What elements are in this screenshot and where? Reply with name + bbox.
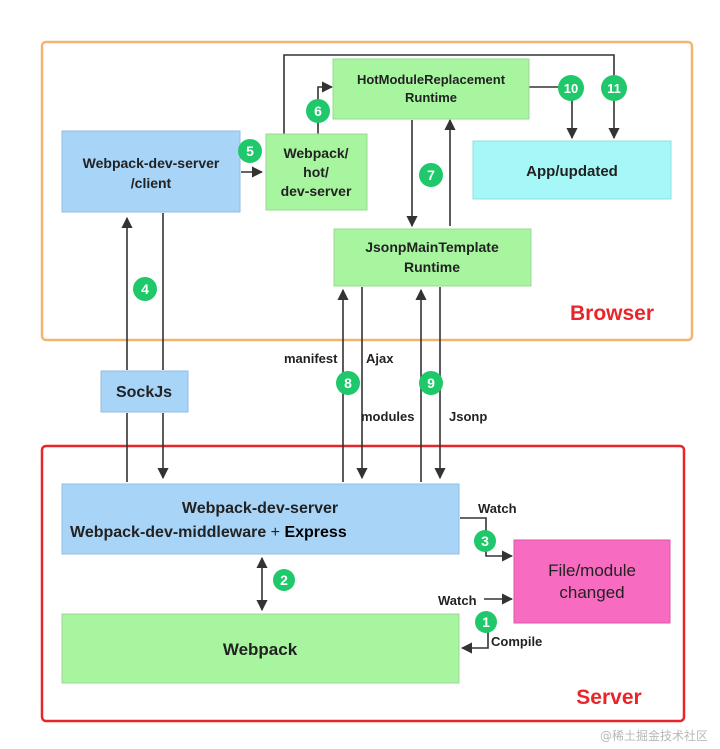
dev-server-main-box: Webpack-dev-server Webpack-dev-middlewar… <box>61 483 460 555</box>
sockjs-box: SockJs <box>100 370 189 413</box>
watermark-text: @稀土掘金技术社区 <box>600 728 708 743</box>
app-updated-box: App/updated <box>472 140 672 200</box>
step-badge-4: 4 <box>133 277 157 301</box>
edge-label-manifest: manifest <box>284 351 338 366</box>
dev-server-client-line1: Webpack-dev-server <box>83 155 220 171</box>
step-badge-11: 11 <box>601 75 627 101</box>
step-number-1: 1 <box>482 614 490 630</box>
express-label: Express <box>284 524 346 541</box>
step-number-2: 2 <box>280 572 288 588</box>
step-number-6: 6 <box>314 103 322 119</box>
plus-label: + <box>266 524 284 541</box>
step-badge-5: 5 <box>238 139 262 163</box>
dev-server-client-line2: /client <box>131 175 172 191</box>
file-changed-box: File/module changed <box>513 539 671 624</box>
step-badge-6: 6 <box>306 99 330 123</box>
hmr-runtime-box: HotModuleReplacement Runtime <box>332 58 530 120</box>
step-number-3: 3 <box>481 533 489 549</box>
step-badge-8: 8 <box>336 371 360 395</box>
step-badge-9: 9 <box>419 371 443 395</box>
step-number-7: 7 <box>427 167 435 183</box>
dev-server-client-box: Webpack-dev-server /client <box>61 130 241 213</box>
webpack-label: Webpack <box>223 640 298 659</box>
sockjs-label: SockJs <box>116 384 172 401</box>
edge-label-modules: modules <box>361 409 414 424</box>
step-number-9: 9 <box>427 375 435 391</box>
middleware-label: Webpack-dev-middleware <box>70 524 266 541</box>
browser-region <box>40 40 694 342</box>
step-number-8: 8 <box>344 375 352 391</box>
server-label: Server <box>576 686 641 709</box>
jsonp-runtime-line1: JsonpMainTemplate <box>365 239 499 255</box>
webpack-hot-line2: hot/ <box>303 164 329 180</box>
edge-label-compile: Compile <box>491 634 542 649</box>
webpack-hot-line1: Webpack/ <box>283 145 348 161</box>
step-badge-2: 2 <box>273 569 295 591</box>
browser-label: Browser <box>570 302 654 325</box>
step-badge-1: 1 <box>475 611 497 633</box>
step-number-4: 4 <box>141 281 149 297</box>
hmr-runtime-line1: HotModuleReplacement <box>357 72 506 87</box>
step-number-5: 5 <box>246 143 254 159</box>
edge-label-watch-top: Watch <box>478 501 517 516</box>
step-number-11: 11 <box>607 81 621 96</box>
hmr-runtime-line2: Runtime <box>405 90 457 105</box>
step-badge-3: 3 <box>474 530 496 552</box>
webpack-box: Webpack <box>61 613 460 684</box>
step-badge-10: 10 <box>558 75 584 101</box>
webpack-hot-box: Webpack/ hot/ dev-server <box>265 133 368 211</box>
app-updated-label: App/updated <box>526 163 618 180</box>
server-region <box>40 444 686 723</box>
webpack-hot-line3: dev-server <box>281 183 352 199</box>
step-number-10: 10 <box>564 81 578 96</box>
step-badge-7: 7 <box>419 163 443 187</box>
dev-server-main-line1: Webpack-dev-server <box>182 500 338 517</box>
edge-label-jsonp: Jsonp <box>449 409 487 424</box>
step-badges: 1 2 3 4 5 6 7 8 9 10 11 <box>133 75 627 633</box>
file-changed-line1: File/module <box>548 561 636 580</box>
edge-label-ajax: Ajax <box>366 351 394 366</box>
edge-label-watch-bottom: Watch <box>438 593 477 608</box>
jsonp-runtime-line2: Runtime <box>404 259 460 275</box>
dev-server-main-line2: Webpack-dev-middleware + Express <box>70 524 347 541</box>
jsonp-runtime-box: JsonpMainTemplate Runtime <box>333 228 532 287</box>
file-changed-line2: changed <box>559 583 624 602</box>
